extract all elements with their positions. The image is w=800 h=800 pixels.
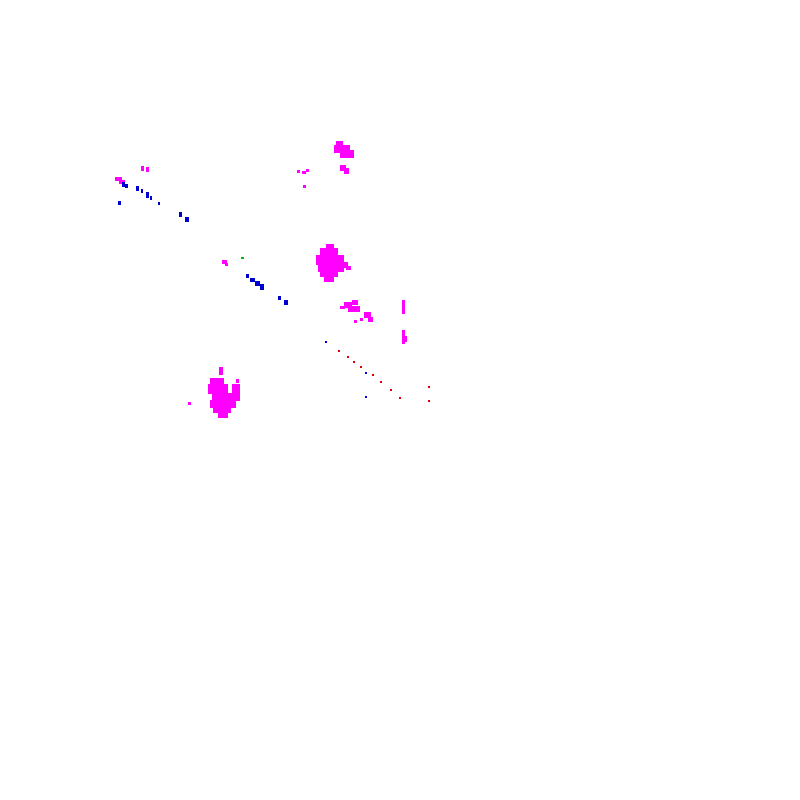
magenta-pixel (346, 266, 351, 270)
blue-pixel (125, 184, 128, 188)
blue-pixel (246, 274, 249, 278)
magenta-cluster-mid (340, 300, 373, 323)
magenta-pixel (306, 169, 309, 172)
magenta-pixel (232, 384, 240, 394)
blue-pixel (255, 281, 260, 286)
magenta-pixel (297, 170, 300, 173)
magenta-pixel (360, 318, 363, 321)
red-pixel (338, 350, 340, 352)
red-pixel (428, 386, 430, 388)
magenta-pixel (219, 367, 223, 375)
magenta-pixel (188, 402, 191, 405)
magenta-pixel (344, 168, 349, 174)
red-pixel (372, 374, 374, 376)
blue-pixel (325, 341, 327, 343)
magenta-pixel (340, 262, 348, 268)
blue-pixel (365, 372, 367, 374)
magenta-pixel (320, 248, 338, 256)
green-marks (241, 257, 244, 259)
magenta-pixel (364, 312, 371, 318)
blue-pixel (158, 202, 160, 205)
magenta-pixel (340, 306, 345, 309)
blue-marks (118, 182, 367, 398)
magenta-pixel (320, 271, 338, 277)
blue-pixel (284, 300, 288, 305)
magenta-vertical-marks (402, 300, 407, 344)
magenta-pixel (344, 147, 350, 151)
blue-pixel (185, 217, 189, 222)
magenta-pixel (334, 145, 350, 153)
magenta-pixel (115, 177, 122, 181)
magenta-pixel (324, 276, 334, 282)
magenta-pixel (340, 150, 354, 158)
magenta-cluster-top (297, 141, 354, 188)
blue-pixel (146, 192, 149, 198)
magenta-pixel (236, 379, 239, 383)
magenta-pixel (348, 306, 360, 312)
magenta-pixel (302, 171, 306, 174)
blue-pixel (278, 296, 281, 300)
green-pixel (241, 257, 244, 259)
magenta-cluster-bottom (188, 367, 240, 418)
blue-pixel (150, 196, 152, 200)
magenta-pixel (402, 300, 405, 314)
magenta-pixel (218, 412, 228, 418)
red-pixel (399, 397, 401, 399)
magenta-pixel (316, 255, 344, 265)
red-pixel (347, 356, 349, 358)
magenta-pixel (402, 330, 405, 344)
magenta-pixel (368, 317, 373, 322)
magenta-pixel (208, 384, 228, 394)
red-pixel (428, 400, 430, 402)
magenta-pixel (318, 264, 344, 272)
red-pixel (360, 366, 362, 368)
blue-pixel (118, 201, 121, 205)
red-pixel (380, 381, 382, 383)
magenta-pixel (405, 336, 407, 342)
magenta-pixel (210, 378, 224, 386)
magenta-pixel (326, 244, 334, 250)
magenta-pixel (146, 167, 149, 172)
magenta-pixel (141, 166, 144, 171)
blue-pixel (365, 396, 367, 398)
magenta-pixel (354, 320, 357, 323)
blue-pixel (179, 212, 182, 217)
blue-pixel (141, 189, 143, 193)
blue-pixel (250, 278, 255, 282)
blue-pixel (122, 182, 125, 187)
red-pixel (353, 361, 355, 363)
blue-pixel (260, 284, 264, 290)
magenta-pixel (225, 263, 228, 266)
magenta-pixel (303, 185, 306, 188)
magenta-pixel (212, 393, 240, 401)
magenta-pixel (222, 260, 227, 264)
magenta-cluster-center (316, 244, 351, 282)
red-pixel (390, 389, 392, 391)
blue-pixel (136, 186, 139, 191)
red-marks (338, 350, 430, 402)
magenta-pixel (213, 407, 231, 413)
magenta-pixel (340, 165, 346, 171)
magenta-pixel (344, 302, 352, 308)
magenta-pixel (352, 300, 358, 305)
magenta-pixel (210, 400, 236, 408)
magenta-pixel (336, 141, 343, 147)
